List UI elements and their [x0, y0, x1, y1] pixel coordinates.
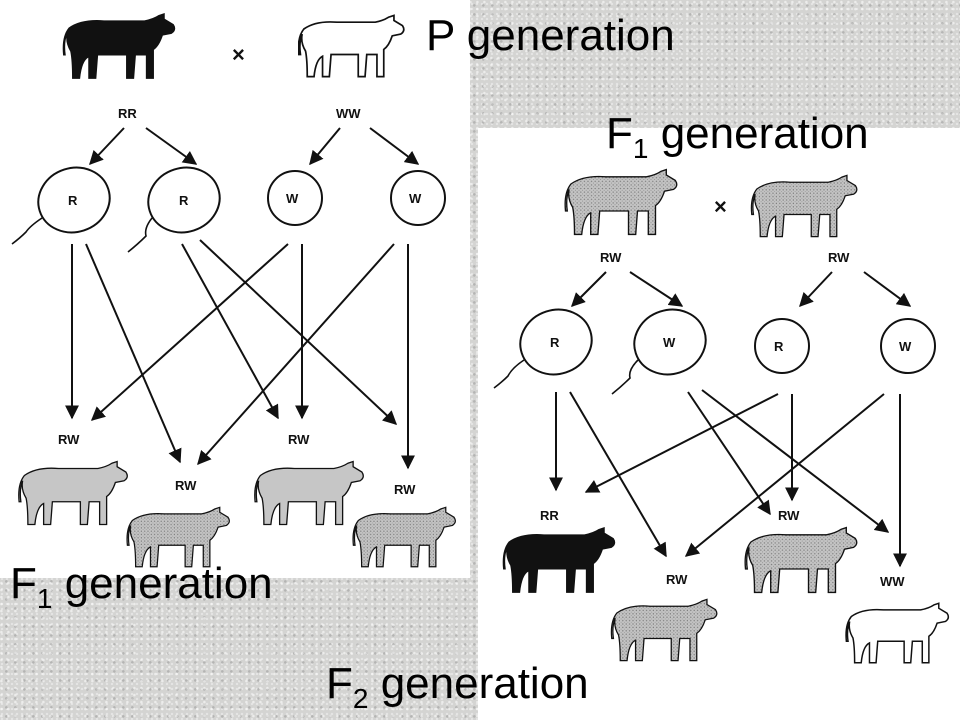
roan-cow-f1 — [750, 174, 858, 238]
f1-generation-label-right: F1 generation — [606, 109, 869, 164]
genotype-label: WW — [336, 106, 361, 121]
genotype-label: RW — [394, 482, 416, 497]
cross-symbol: × — [232, 42, 245, 67]
sperm-gamete: R — [127, 166, 221, 253]
roan-bull-f1 — [564, 168, 678, 236]
roan-cow-offspring — [126, 506, 231, 568]
genotype-label: WW — [880, 574, 905, 589]
genotype-label: RW — [175, 478, 197, 493]
roan-cow-offspring — [352, 506, 457, 568]
genotype-label: RR — [118, 106, 137, 121]
roan-cow-offspring — [18, 460, 129, 526]
red-bull-parent — [62, 13, 176, 79]
genotype-label: RW — [58, 432, 80, 447]
white-cow-parent — [298, 14, 405, 78]
svg-text:R: R — [179, 193, 189, 208]
svg-text:R: R — [550, 335, 560, 350]
egg-gamete: W — [267, 170, 323, 226]
f1-generation-label-left: F1 generation — [10, 559, 273, 614]
svg-text:W: W — [409, 191, 422, 206]
white-cow-f2 — [845, 602, 950, 664]
genotype-label: RW — [288, 432, 310, 447]
red-cow-f2 — [502, 527, 616, 593]
svg-text:W: W — [899, 339, 912, 354]
svg-text:R: R — [68, 193, 78, 208]
roan-cow-f2 — [744, 526, 858, 594]
sperm-gamete: R — [493, 308, 593, 389]
roan-cow-offspring — [254, 460, 365, 526]
cross-symbol: × — [714, 194, 727, 219]
svg-text:W: W — [286, 191, 299, 206]
svg-text:R: R — [774, 339, 784, 354]
sperm-gamete: R — [11, 166, 111, 245]
genotype-label: RW — [828, 250, 850, 265]
genotype-label: RR — [540, 508, 559, 523]
egg-gamete: W — [880, 318, 936, 374]
f2-generation-label: F2 generation — [326, 659, 589, 714]
genotype-label: RW — [666, 572, 688, 587]
genotype-label: RW — [778, 508, 800, 523]
egg-gamete: W — [390, 170, 446, 226]
roan-cow-f2 — [610, 598, 718, 662]
sperm-gamete: W — [611, 308, 707, 395]
p-generation-label: P generation — [426, 11, 675, 60]
svg-text:W: W — [663, 335, 676, 350]
egg-gamete: R — [754, 318, 810, 374]
genotype-label: RW — [600, 250, 622, 265]
